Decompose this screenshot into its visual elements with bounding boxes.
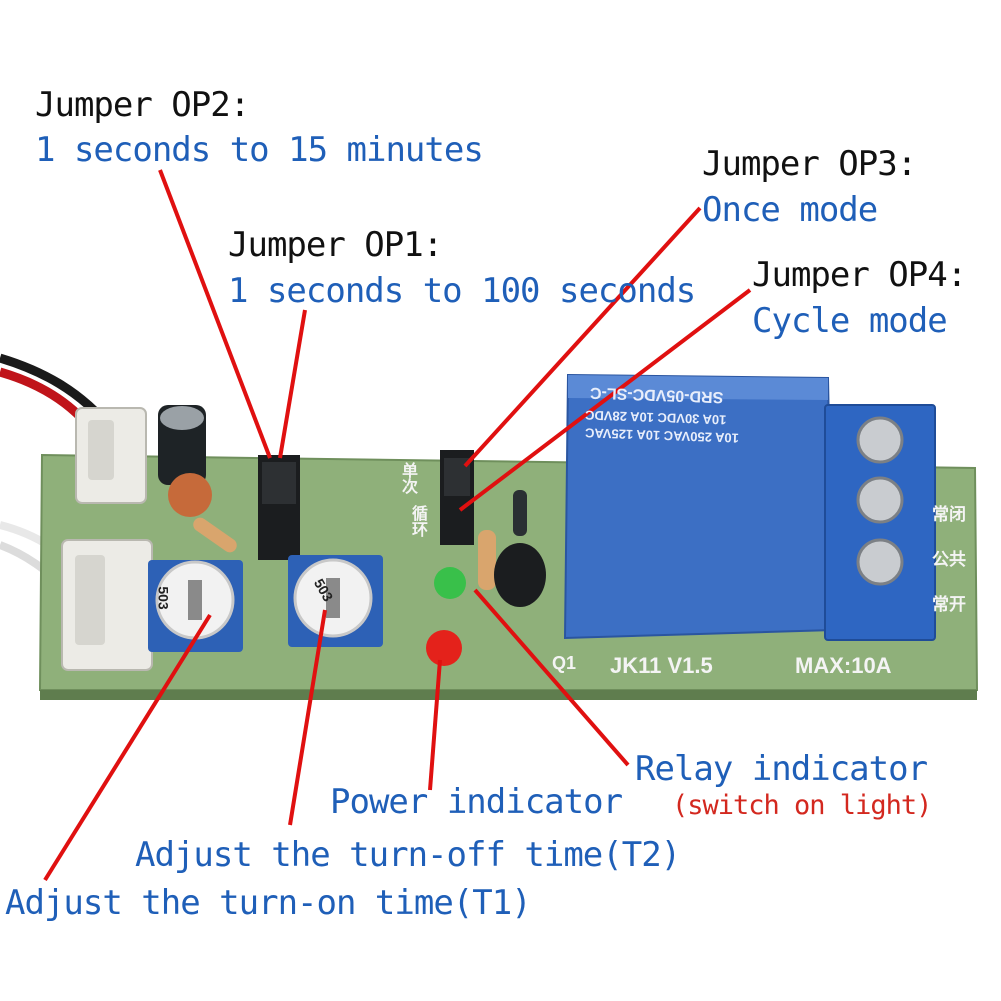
op2-description: 1 seconds to 15 minutes [35, 130, 484, 170]
jumpers [258, 450, 474, 560]
mode-cycle-label: 循环 [409, 505, 426, 537]
op2-title: Jumper OP2: [35, 85, 250, 125]
terminal-block [824, 404, 936, 641]
op3-title: Jumper OP3: [702, 144, 917, 184]
resistors [193, 490, 527, 590]
op4-title: Jumper OP4: [752, 255, 967, 295]
terminal-com: 公共 [932, 550, 966, 569]
electrolytic-capacitor [158, 405, 212, 517]
power-indicator-label: Power indicator [330, 782, 623, 822]
adjust-turn-off-label: Adjust the turn-off time(T2) [135, 835, 681, 875]
pot1-label: 503 [155, 586, 172, 610]
op3-description: Once mode [702, 190, 878, 230]
mode-once-label: 单次 [399, 462, 416, 494]
terminal-no: 常开 [932, 595, 966, 614]
terminal-nc: 常闭 [932, 505, 966, 524]
board-model: JK11 V1.5 [610, 653, 713, 678]
pointer-lines [43, 169, 752, 882]
relay-indicator-note: (switch on light) [672, 790, 932, 821]
op4-description: Cycle mode [752, 301, 948, 341]
potentiometers [148, 555, 383, 652]
op1-title: Jumper OP1: [228, 225, 443, 265]
relay-indicator-label: Relay indicator [635, 749, 928, 789]
board-q1: Q1 [552, 653, 577, 673]
board-max-rating: MAX:10A [795, 653, 892, 678]
leds [426, 543, 546, 666]
input-connector [61, 407, 153, 671]
op1-description: 1 seconds to 100 seconds [228, 271, 696, 311]
adjust-turn-on-label: Adjust the turn-on time(T1) [5, 883, 532, 923]
